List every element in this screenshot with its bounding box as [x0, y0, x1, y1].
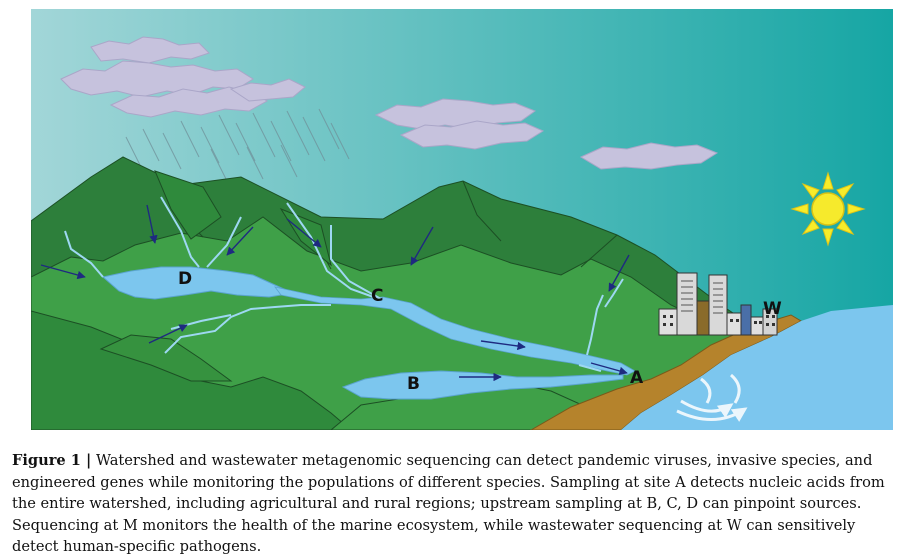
lake-b	[341, 370, 624, 400]
figure-label: Figure 1 |	[12, 452, 92, 469]
watershed-illustration: D C B A W	[31, 9, 893, 430]
cloud-right	[579, 142, 719, 170]
rain	[125, 108, 350, 182]
flow-arrows	[40, 204, 630, 382]
streams	[64, 196, 624, 372]
site-label-d: D	[178, 269, 192, 289]
sea	[621, 305, 893, 430]
river-main	[274, 286, 636, 376]
caption-text: Watershed and wastewater metagenomic seq…	[12, 452, 885, 555]
sun-icon	[790, 171, 866, 247]
hill-front-left-2	[99, 334, 233, 382]
site-label-b: B	[407, 374, 420, 394]
site-label-w: W	[763, 299, 782, 319]
cloud-middle	[374, 98, 545, 150]
sea-waves	[676, 373, 748, 422]
site-label-a: A	[630, 368, 644, 388]
figure-caption: Figure 1 | Watershed and wastewater meta…	[12, 450, 902, 558]
site-label-c: C	[371, 286, 383, 306]
cloud-left	[60, 36, 306, 118]
city-buildings-icon	[658, 272, 778, 336]
